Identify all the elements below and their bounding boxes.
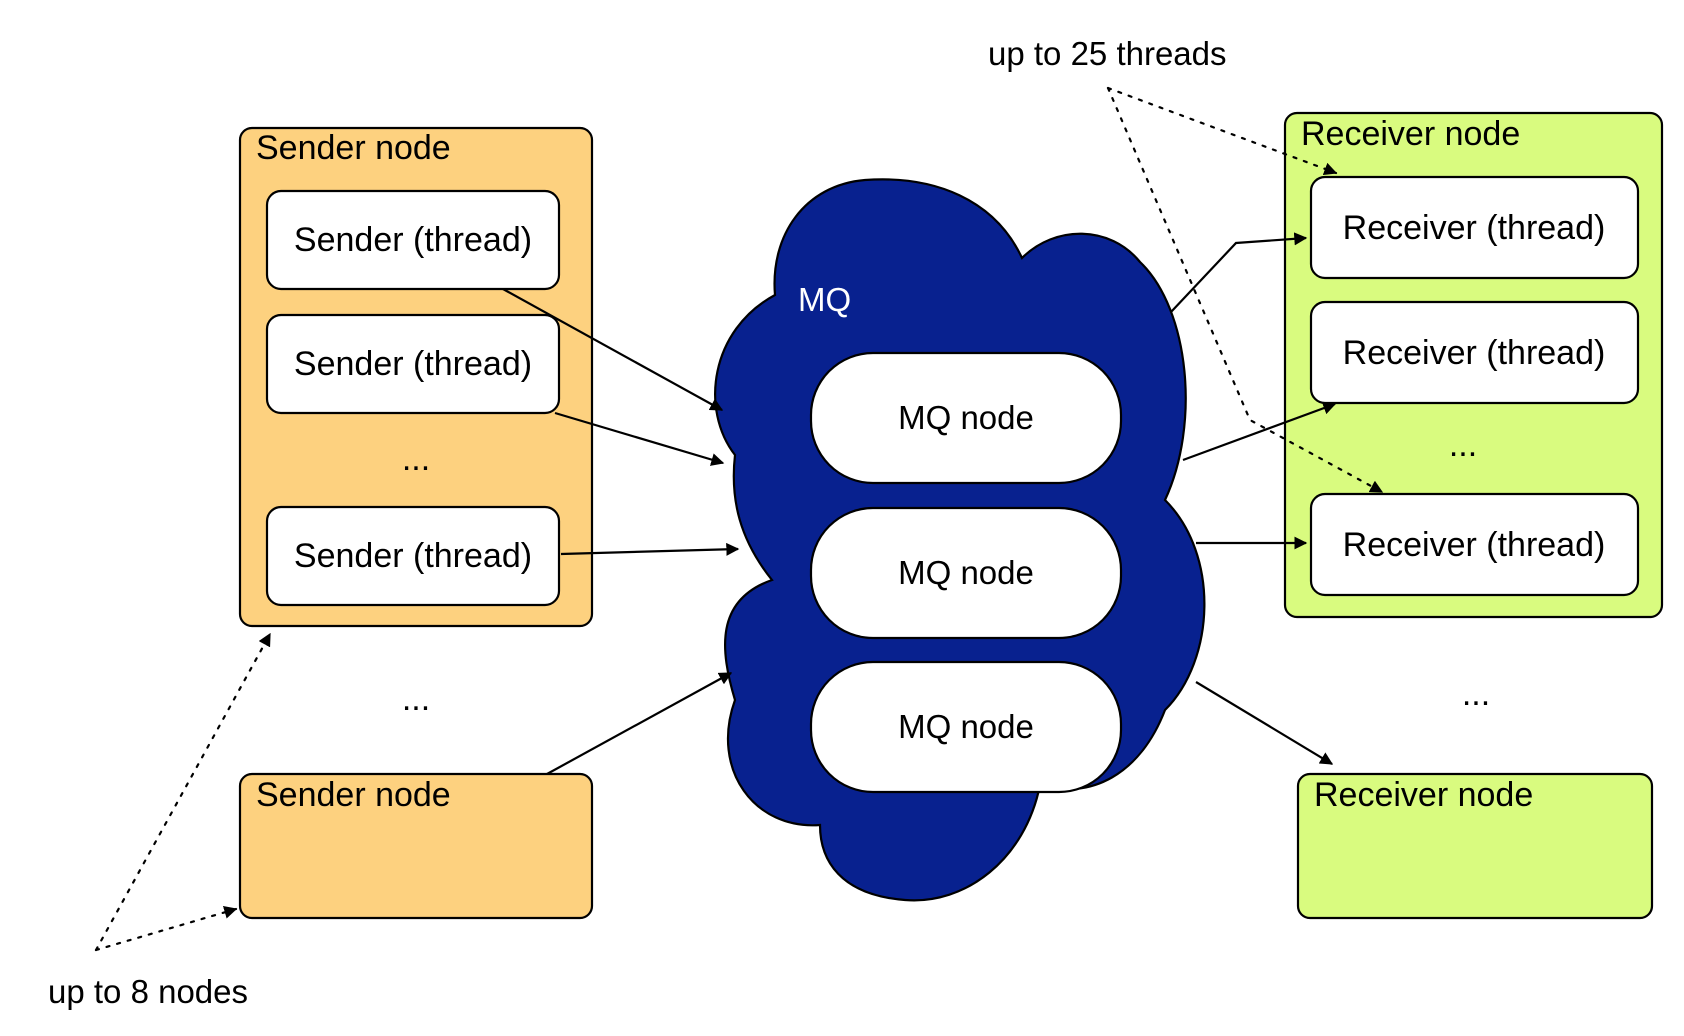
sender-node-2-label: Sender node (256, 776, 451, 814)
receiver-thread-2: Receiver (thread) (1309, 300, 1640, 405)
nodes-note: up to 8 nodes (48, 973, 248, 1010)
sender-node-2: Sender node (238, 772, 594, 920)
arrow-mq-to-receiver-thread-2 (1182, 401, 1337, 462)
sender-thread-2-label: Sender (thread) (294, 345, 532, 383)
mq-node-1: MQ node (809, 351, 1123, 485)
nodes-note-pointer-1 (94, 632, 272, 952)
receiver-thread-3-label: Receiver (thread) (1343, 526, 1606, 564)
mq-node-3-label: MQ node (898, 708, 1034, 745)
arrow-mq-to-receiver-thread-1 (1170, 232, 1308, 313)
arrow-sender-thread-3-to-mq (560, 542, 740, 556)
threads-note: up to 25 threads (988, 35, 1227, 72)
sender-node-2-box (238, 772, 594, 920)
sender-thread-3-label: Sender (thread) (294, 537, 532, 575)
receiver-nodes-ellipsis: ... (1462, 675, 1490, 713)
receiver-thread-1-label: Receiver (thread) (1343, 209, 1606, 247)
receiver-node-1: Receiver node Receiver (thread) Receiver… (1283, 111, 1664, 619)
receiver-node-2-box (1296, 772, 1654, 920)
sender-thread-1: Sender (thread) (265, 189, 561, 291)
sender-thread-3: Sender (thread) (265, 505, 561, 607)
sender-threads-ellipsis: ... (402, 440, 430, 478)
sender-node-1: Sender node Sender (thread) Sender (thre… (238, 126, 594, 628)
mq-node-3: MQ node (809, 660, 1123, 794)
nodes-note-pointer-2 (94, 906, 238, 952)
arrow-sender-node-2-to-mq (546, 672, 733, 775)
receiver-thread-3: Receiver (thread) (1309, 492, 1640, 597)
threads-note-pointer-2 (1106, 86, 1384, 494)
mq-cloud: MQ MQ node MQ node MQ node (714, 178, 1206, 902)
mq-node-2: MQ node (809, 506, 1123, 640)
sender-thread-1-label: Sender (thread) (294, 221, 532, 259)
sender-thread-2: Sender (thread) (265, 313, 561, 415)
receiver-thread-1: Receiver (thread) (1309, 175, 1640, 280)
receiver-thread-2-label: Receiver (thread) (1343, 334, 1606, 372)
receiver-node-2-label: Receiver node (1314, 776, 1533, 814)
arrow-sender-thread-2-to-mq (554, 411, 725, 466)
sender-node-1-label: Sender node (256, 129, 451, 167)
arrow-mq-to-receiver-node-2 (1195, 681, 1334, 765)
mq-cloud-title: MQ (798, 281, 851, 318)
mq-node-2-label: MQ node (898, 554, 1034, 591)
receiver-node-2: Receiver node (1296, 772, 1654, 920)
receiver-node-1-label: Receiver node (1301, 115, 1520, 153)
receiver-threads-ellipsis: ... (1449, 426, 1477, 464)
sender-nodes-ellipsis: ... (402, 680, 430, 718)
threads-note-pointer-1 (1106, 86, 1338, 176)
mq-node-1-label: MQ node (898, 399, 1034, 436)
arrow-sender-thread-1-to-mq (502, 288, 724, 411)
